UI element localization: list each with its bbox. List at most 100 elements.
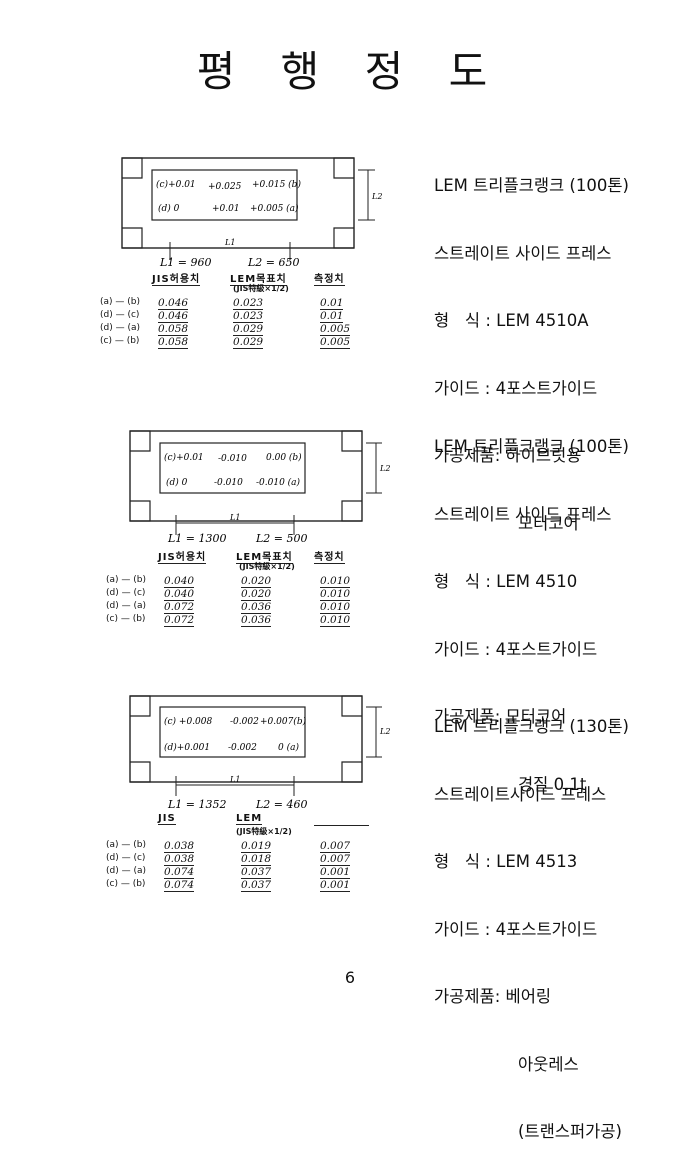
- header-lem-note: (JIS特級×1/2): [233, 284, 289, 293]
- jis-value: 0.058: [158, 336, 189, 349]
- spec-product: 가공제품: 모터코어: [434, 707, 567, 726]
- corner-a-label: -0.010 (a): [256, 477, 301, 488]
- lem-value: 0.020: [241, 588, 272, 601]
- measured-value: 0.010: [320, 588, 351, 601]
- corner-a-label: +0.005 (a): [250, 203, 299, 214]
- bot-mid-value: -0.010: [214, 478, 243, 488]
- jis-value: 0.046: [158, 310, 189, 323]
- corner-b-label: +0.015 (b): [252, 179, 301, 190]
- header-lem: LEM목표치: [230, 270, 287, 286]
- lem-value: 0.036: [241, 614, 272, 627]
- jis-value: 0.046: [158, 297, 189, 310]
- parallelism-table-2: JIS허용치 LEM목표치 측정치 (JIS特級×1/2) (a) — (b) …: [106, 548, 396, 628]
- measured-value: 0.005: [320, 323, 351, 336]
- spec-type: 스트레이트 사이드 프레스: [434, 243, 612, 263]
- l1-dimension-mark: L1: [229, 775, 240, 784]
- press-spec-2: LEM 트리플크랭크 (100톤) 스트레이트 사이드 프레스 형 식 : LE…: [434, 391, 629, 819]
- press-spec-3: LEM 트리플크랭크 (130톤) 스트레이트사이드 프레스 형 식 : LEM…: [434, 671, 629, 1166]
- corner-c-label: (c) +0.008: [164, 716, 213, 727]
- spec-product-2: 경질 0.1t: [518, 774, 587, 794]
- spec-model: LEM 트리플크랭크 (100톤): [434, 176, 629, 195]
- row-pair: (c) — (b): [100, 336, 140, 346]
- top-mid-value: -0.010: [218, 454, 247, 464]
- corner-c-label: (c)+0.01: [156, 179, 196, 190]
- measured-value: 0.010: [320, 575, 351, 588]
- corner-d-label: (d)+0.001: [164, 742, 210, 753]
- lem-value: 0.023: [233, 297, 264, 310]
- jis-value: 0.072: [164, 601, 195, 614]
- row-pair: (c) — (b): [106, 614, 146, 624]
- corner-c-label: (c)+0.01: [164, 452, 204, 463]
- jis-value: 0.058: [158, 323, 189, 336]
- l1-dimension-mark: L1: [224, 238, 235, 247]
- bolster-diagram-2: (c)+0.01 -0.010 0.00 (b) (d) 0 -0.010 -0…: [100, 425, 390, 550]
- l2-dimension-mark: L2: [379, 727, 390, 736]
- measured-value: 0.001: [320, 866, 351, 879]
- lem-value: 0.037: [241, 866, 272, 879]
- l2-value: L2 = 650: [247, 256, 300, 269]
- header-jis: JIS허용치: [152, 270, 201, 286]
- header-lem-note: (JIS特級×1/2): [239, 562, 295, 571]
- row-pair: (d) — (a): [100, 323, 140, 333]
- row-pair: (d) — (c): [106, 588, 146, 598]
- spec-guide: 가이드 : 4포스트가이드: [434, 378, 598, 398]
- lem-value: 0.029: [233, 336, 264, 349]
- header-jis: JIS: [158, 813, 176, 825]
- spec-type: 스트레이트사이드 프레스: [434, 784, 607, 804]
- corner-a-label: 0 (a): [278, 742, 299, 753]
- jis-value: 0.038: [164, 840, 195, 853]
- l2-dimension-mark: L2: [379, 464, 390, 473]
- jis-value: 0.074: [164, 879, 195, 892]
- row-pair: (a) — (b): [100, 297, 140, 307]
- measured-value: 0.007: [320, 853, 351, 866]
- l1-value: L1 = 1352: [167, 798, 227, 811]
- bolster-diagram-1: (c)+0.01 +0.025 +0.015 (b) (d) 0 +0.01 +…: [100, 150, 390, 270]
- spec-form: 형 식 : LEM 4510A: [434, 311, 589, 330]
- jis-value: 0.040: [164, 588, 195, 601]
- lem-value: 0.023: [233, 310, 264, 323]
- corner-d-label: (d) 0: [158, 203, 180, 214]
- measured-value: 0.01: [320, 310, 344, 323]
- spec-form: 형 식 : LEM 4510: [434, 572, 578, 591]
- header-measured: 측정치: [314, 270, 345, 286]
- parallelism-table-1: JIS허용치 LEM목표치 측정치 (JIS特級×1/2) (a) — (b) …: [100, 270, 390, 350]
- top-mid-value: +0.025: [208, 182, 242, 192]
- measured-value: 0.001: [320, 879, 351, 892]
- jis-value: 0.072: [164, 614, 195, 627]
- measured-value: 0.010: [320, 601, 351, 614]
- measured-value: 0.010: [320, 614, 351, 627]
- bot-mid-value: -0.002: [228, 743, 257, 753]
- lem-value: 0.018: [241, 853, 272, 866]
- top-mid-value: -0.002: [230, 717, 259, 727]
- spec-product-2: 모터코어: [518, 513, 579, 533]
- header-jis: JIS허용치: [158, 548, 207, 564]
- row-pair: (a) — (b): [106, 840, 146, 850]
- row-pair: (d) — (c): [100, 310, 140, 320]
- header-measured: [314, 813, 369, 826]
- corner-b-label: 0.00 (b): [266, 452, 302, 463]
- corner-d-label: (d) 0: [166, 477, 188, 488]
- row-pair: (d) — (c): [106, 853, 146, 863]
- spec-product-2: 아웃레스: [518, 1054, 579, 1074]
- measured-value: 0.005: [320, 336, 351, 349]
- measured-value: 0.01: [320, 297, 344, 310]
- page-number: 6: [344, 968, 356, 987]
- header-measured: 측정치: [314, 548, 345, 564]
- lem-value: 0.029: [233, 323, 264, 336]
- press-spec-1: LEM 트리플크랭크 (100톤) 스트레이트 사이드 프레스 형 식 : LE…: [434, 130, 629, 558]
- lem-value: 0.037: [241, 879, 272, 892]
- l1-dimension-mark: L1: [229, 513, 240, 522]
- l1-value: L1 = 960: [159, 256, 212, 269]
- spec-product: 가공제품: 베어링: [434, 987, 552, 1006]
- bolster-diagram-3: (c) +0.008 -0.002 +0.007(b) (d)+0.001 -0…: [100, 690, 390, 815]
- row-pair: (a) — (b): [106, 575, 146, 585]
- l2-value: L2 = 500: [255, 532, 308, 545]
- spec-form: 형 식 : LEM 4513: [434, 852, 578, 871]
- lem-value: 0.019: [241, 840, 272, 853]
- l1-value: L1 = 1300: [167, 532, 227, 545]
- header-lem-note: (JIS特級×1/2): [236, 827, 292, 836]
- l2-dimension-mark: L2: [371, 192, 382, 201]
- spec-type: 스트레이트 사이드 프레스: [434, 504, 612, 524]
- header-lem: LEM: [236, 813, 263, 825]
- spec-model: LEM 트리플크랭크 (130톤): [434, 717, 629, 736]
